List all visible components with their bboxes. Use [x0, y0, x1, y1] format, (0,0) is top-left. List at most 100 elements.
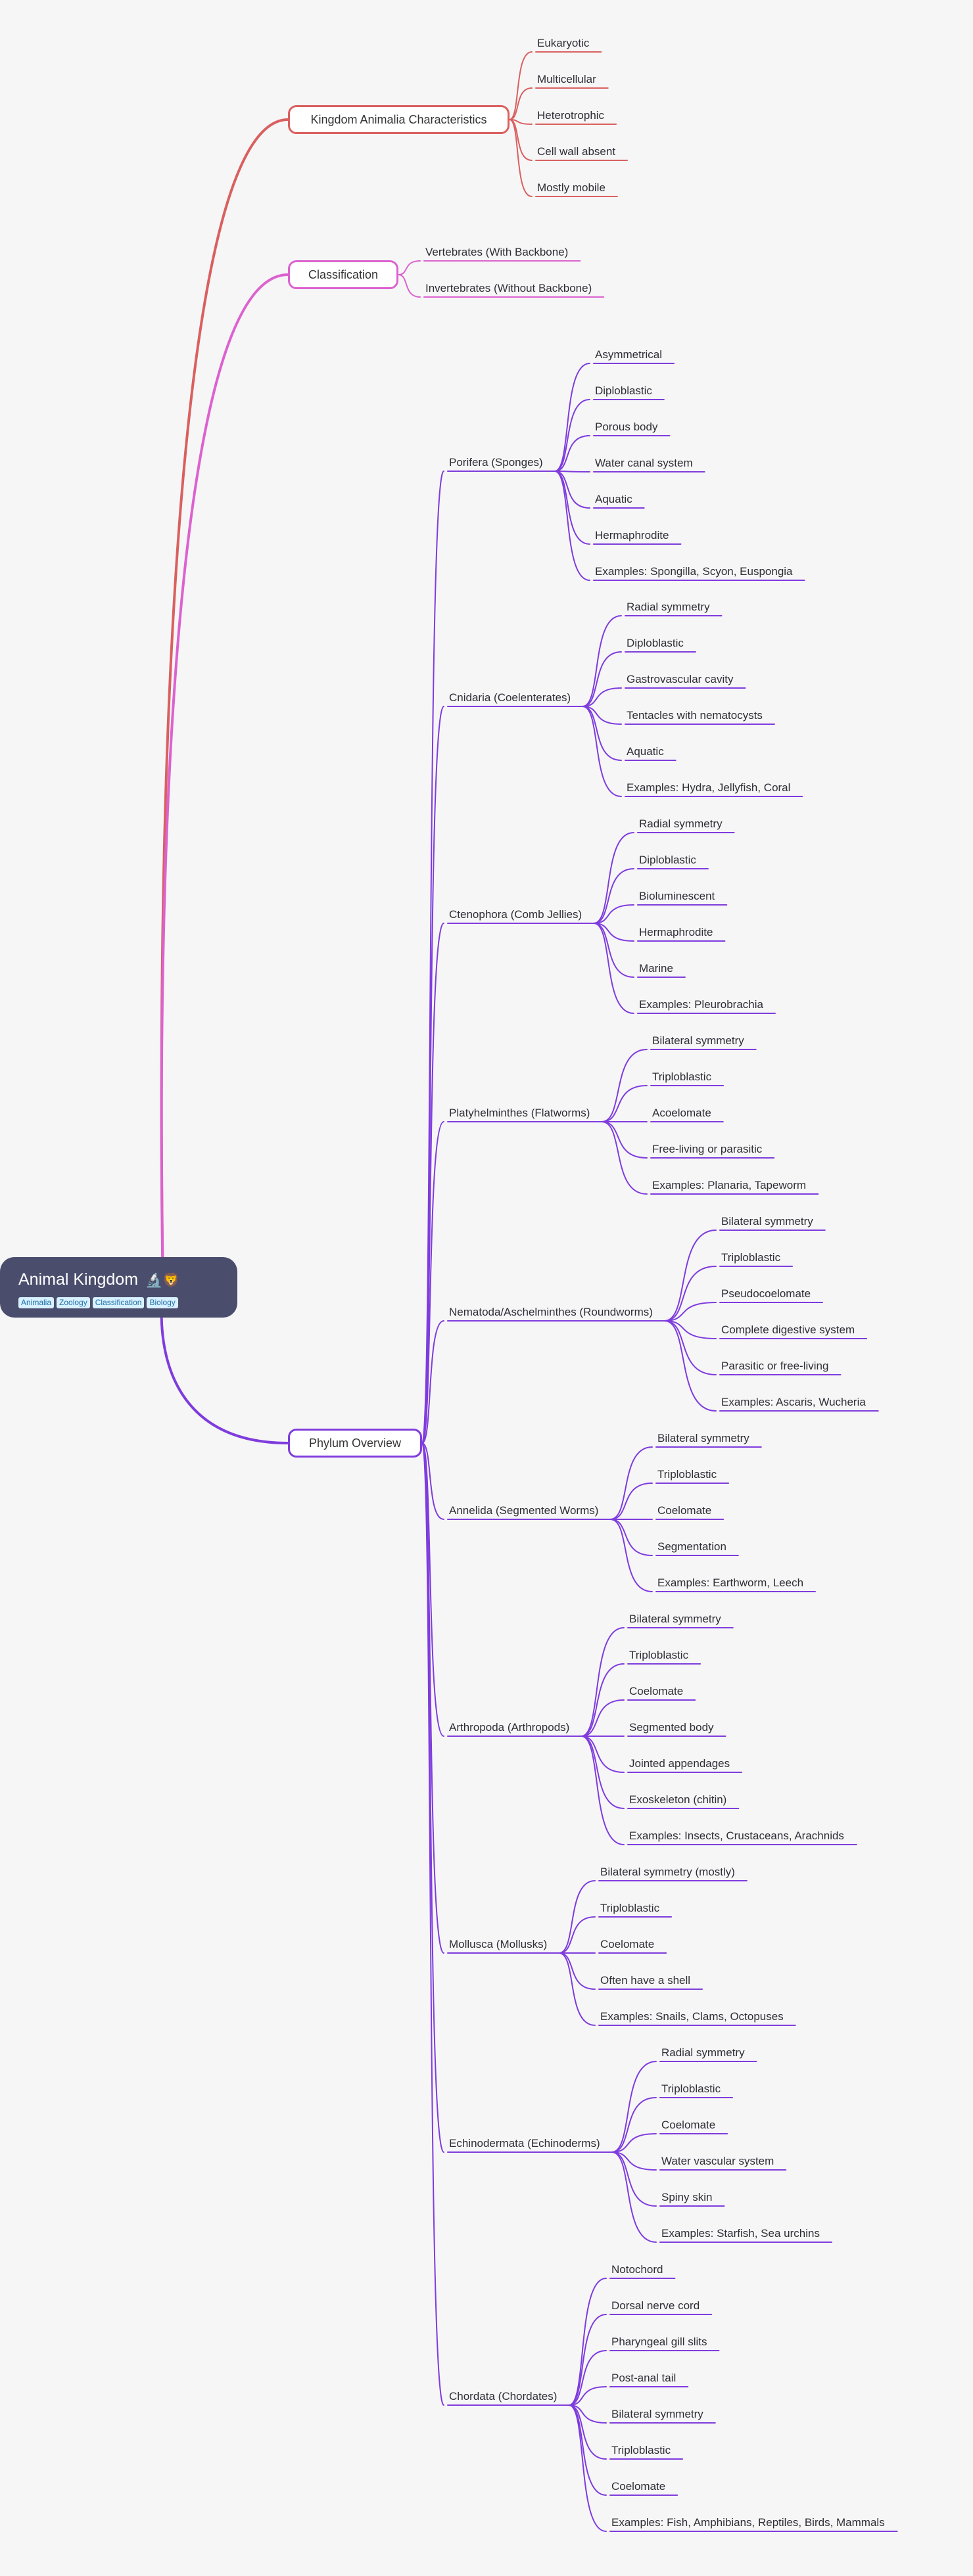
connector-porifera-sponges-0: [554, 363, 590, 472]
trait-examples-spongilla-scyon-euspongia[interactable]: Examples: Spongilla, Scyon, Euspongia: [595, 565, 793, 578]
trait-triploblastic[interactable]: Triploblastic: [629, 1649, 689, 1661]
connector-platyhelminthes-flatworms-1: [601, 1085, 648, 1122]
trait-bilateral-symmetry[interactable]: Bilateral symmetry: [721, 1215, 813, 1228]
trait-acoelomate[interactable]: Acoelomate: [652, 1107, 711, 1119]
trait-coelomate[interactable]: Coelomate: [661, 2119, 716, 2131]
connector-ctenophora-comb-jellies-4: [593, 923, 634, 978]
phylum-echinodermata-echinoderms[interactable]: Echinodermata (Echinoderms): [449, 2137, 600, 2150]
phylum-nematoda-aschelminthes-roundworms[interactable]: Nematoda/Aschelminthes (Roundworms): [449, 1306, 653, 1318]
trait-examples-snails-clams-octopuses[interactable]: Examples: Snails, Clams, Octopuses: [600, 2010, 784, 2023]
trait-aquatic[interactable]: Aquatic: [595, 493, 632, 505]
trait-diploblastic[interactable]: Diploblastic: [639, 854, 696, 866]
category-node-kingdom-animalia-characteristics[interactable]: Kingdom Animalia Characteristics: [288, 105, 510, 134]
trait-triploblastic[interactable]: Triploblastic: [652, 1070, 712, 1083]
trait-bilateral-symmetry[interactable]: Bilateral symmetry: [652, 1034, 744, 1047]
trait-jointed-appendages[interactable]: Jointed appendages: [629, 1757, 730, 1770]
trait-radial-symmetry[interactable]: Radial symmetry: [661, 2046, 745, 2059]
phylum-platyhelminthes-flatworms[interactable]: Platyhelminthes (Flatworms): [449, 1107, 590, 1119]
trait-hermaphrodite[interactable]: Hermaphrodite: [639, 926, 713, 938]
trait-triploblastic[interactable]: Triploblastic: [721, 1251, 781, 1264]
trait-radial-symmetry[interactable]: Radial symmetry: [639, 817, 723, 830]
trait-water-canal-system[interactable]: Water canal system: [595, 457, 693, 469]
phylum-arthropoda-arthropods[interactable]: Arthropoda (Arthropods): [449, 1721, 570, 1734]
trait-aquatic[interactable]: Aquatic: [627, 745, 664, 758]
trait-post-anal-tail[interactable]: Post-anal tail: [611, 2372, 676, 2384]
connector-cnidaria-coelenterates-5: [582, 706, 622, 797]
phylum-chordata-chordates[interactable]: Chordata (Chordates): [449, 2390, 558, 2403]
trait-diploblastic[interactable]: Diploblastic: [627, 637, 684, 649]
trait-triploblastic[interactable]: Triploblastic: [657, 1468, 717, 1481]
trait-pseudocoelomate[interactable]: Pseudocoelomate: [721, 1287, 811, 1300]
trait-exoskeleton-chitin[interactable]: Exoskeleton (chitin): [629, 1793, 727, 1806]
leaf-mostly-mobile[interactable]: Mostly mobile: [537, 181, 605, 194]
trait-coelomate[interactable]: Coelomate: [600, 1938, 655, 1950]
phylum-annelida-segmented-worms[interactable]: Annelida (Segmented Worms): [449, 1504, 599, 1517]
trait-asymmetrical[interactable]: Asymmetrical: [595, 348, 663, 361]
trait-triploblastic[interactable]: Triploblastic: [611, 2444, 671, 2456]
trait-examples-starfish-sea-urchins[interactable]: Examples: Starfish, Sea urchins: [661, 2227, 820, 2240]
trait-coelomate[interactable]: Coelomate: [657, 1504, 712, 1517]
trait-segmented-body[interactable]: Segmented body: [629, 1721, 714, 1734]
trait-bilateral-symmetry[interactable]: Bilateral symmetry: [611, 2408, 703, 2420]
trait-triploblastic[interactable]: Triploblastic: [600, 1902, 660, 1914]
connector-ctenophora-comb-jellies-3: [593, 923, 634, 942]
connector-nematoda-aschelminthes-roundworms-5: [663, 1320, 717, 1412]
leaf-eukaryotic[interactable]: Eukaryotic: [537, 37, 590, 49]
connector-annelida-segmented-worms-0: [609, 1446, 653, 1520]
trait-pharyngeal-gill-slits[interactable]: Pharyngeal gill slits: [611, 2335, 707, 2348]
phylum-mollusca-mollusks[interactable]: Mollusca (Mollusks): [449, 1938, 548, 1950]
trait-segmentation[interactable]: Segmentation: [657, 1540, 726, 1553]
trait-coelomate[interactable]: Coelomate: [611, 2480, 666, 2493]
connector-echinodermata-echinoderms-3: [611, 2151, 657, 2171]
trait-bilateral-symmetry-mostly[interactable]: Bilateral symmetry (mostly): [600, 1866, 735, 1878]
trait-triploblastic[interactable]: Triploblastic: [661, 2082, 721, 2095]
connector-platyhelminthes-flatworms-3: [601, 1121, 648, 1159]
leaf-heterotrophic[interactable]: Heterotrophic: [537, 109, 605, 122]
trait-notochord[interactable]: Notochord: [611, 2263, 663, 2276]
connector-ctenophora-comb-jellies-2: [593, 904, 634, 924]
trait-examples-pleurobrachia[interactable]: Examples: Pleurobrachia: [639, 998, 763, 1011]
trait-examples-fish-amphibians-reptiles-birds-mammals[interactable]: Examples: Fish, Amphibians, Reptiles, Bi…: [611, 2516, 885, 2529]
trait-diploblastic[interactable]: Diploblastic: [595, 384, 652, 397]
trait-examples-insects-crustaceans-arachnids[interactable]: Examples: Insects, Crustaceans, Arachnid…: [629, 1829, 844, 1842]
trait-examples-earthworm-leech[interactable]: Examples: Earthworm, Leech: [657, 1576, 804, 1589]
trait-often-have-a-shell[interactable]: Often have a shell: [600, 1974, 691, 1987]
trait-parasitic-or-free-living[interactable]: Parasitic or free-living: [721, 1360, 829, 1372]
connector-arthropoda-arthropods-5: [581, 1736, 625, 1809]
leaf-multicellular[interactable]: Multicellular: [537, 73, 596, 85]
trait-bilateral-symmetry[interactable]: Bilateral symmetry: [629, 1613, 721, 1625]
trait-bilateral-symmetry[interactable]: Bilateral symmetry: [657, 1432, 749, 1444]
leaf-invertebrates-without-backbone[interactable]: Invertebrates (Without Backbone): [425, 282, 592, 294]
connector-chordata-chordates-5: [568, 2404, 607, 2460]
phylum-cnidaria-coelenterates[interactable]: Cnidaria (Coelenterates): [449, 691, 571, 704]
trait-tentacles-with-nematocysts[interactable]: Tentacles with nematocysts: [627, 709, 763, 722]
trait-examples-hydra-jellyfish-coral[interactable]: Examples: Hydra, Jellyfish, Coral: [627, 781, 791, 794]
trait-dorsal-nerve-cord[interactable]: Dorsal nerve cord: [611, 2299, 700, 2312]
trait-examples-planaria-tapeworm[interactable]: Examples: Planaria, Tapeworm: [652, 1179, 807, 1191]
trait-radial-symmetry[interactable]: Radial symmetry: [627, 601, 710, 613]
phylum-ctenophora-comb-jellies[interactable]: Ctenophora (Comb Jellies): [449, 908, 582, 921]
trait-complete-digestive-system[interactable]: Complete digestive system: [721, 1323, 855, 1336]
trait-spiny-skin[interactable]: Spiny skin: [661, 2191, 713, 2203]
leaf-cell-wall-absent[interactable]: Cell wall absent: [537, 145, 616, 158]
trait-gastrovascular-cavity[interactable]: Gastrovascular cavity: [627, 673, 734, 685]
connector-nematoda-aschelminthes-roundworms-3: [663, 1320, 717, 1339]
connector-chordata-chordates: [421, 1442, 444, 2406]
trait-bioluminescent[interactable]: Bioluminescent: [639, 890, 715, 902]
connector-cnidaria-coelenterates-1: [582, 651, 622, 707]
trait-free-living-or-parasitic[interactable]: Free-living or parasitic: [652, 1143, 763, 1155]
trait-marine[interactable]: Marine: [639, 962, 673, 975]
category-node-classification[interactable]: Classification: [288, 260, 398, 289]
leaf-vertebrates-with-backbone[interactable]: Vertebrates (With Backbone): [425, 246, 569, 258]
trait-coelomate[interactable]: Coelomate: [629, 1685, 684, 1697]
trait-examples-ascaris-wucheria[interactable]: Examples: Ascaris, Wucheria: [721, 1396, 866, 1408]
trait-water-vascular-system[interactable]: Water vascular system: [661, 2155, 774, 2167]
trait-porous-body[interactable]: Porous body: [595, 421, 658, 433]
phylum-porifera-sponges[interactable]: Porifera (Sponges): [449, 456, 543, 469]
category-node-phylum-overview[interactable]: Phylum Overview: [288, 1429, 422, 1458]
trait-hermaphrodite[interactable]: Hermaphrodite: [595, 529, 669, 541]
connector-chordata-chordates-1: [568, 2314, 607, 2406]
